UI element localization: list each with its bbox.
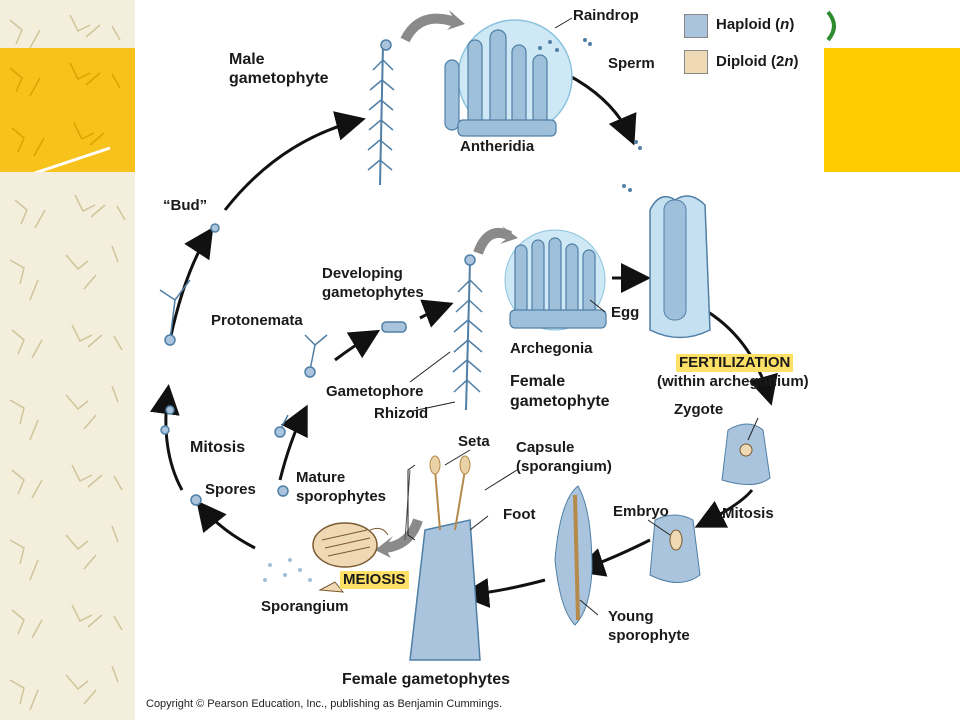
copyright-notice: Copyright © Pearson Education, Inc., pub…: [146, 698, 503, 710]
label-zygote: Zygote: [674, 401, 724, 418]
label-female-gametophyte-1: Female: [510, 373, 566, 390]
arrow-sperm-down: [567, 73, 637, 146]
label-meiosis: MEIOSIS: [340, 571, 409, 589]
label-seta: Seta: [458, 433, 490, 450]
arrow-developing-to-gametophore: [419, 299, 454, 328]
protonema-illustrations: [159, 223, 407, 506]
label-spores: Spores: [205, 481, 256, 498]
label-bud: “Bud”: [163, 197, 208, 214]
label-egg: Egg: [611, 304, 640, 321]
green-bracket-mark: [826, 10, 836, 42]
arrow-bud-to-male: [223, 111, 366, 211]
label-mature-2: sporophytes: [296, 488, 387, 505]
label-female-gametophytes: Female gametophytes: [342, 671, 511, 688]
label-sporangium: Sporangium: [261, 598, 349, 615]
pattern-decoration: [9, 14, 126, 711]
male-gametophyte-illustration: [367, 39, 395, 186]
arrow-zygote-to-embryo: [694, 489, 754, 528]
embryo-illustration: [649, 514, 701, 583]
yellow-band-left: [0, 48, 135, 180]
arrow-sporangium-to-spores: [196, 500, 256, 550]
label-mitosis-left: Mitosis: [190, 439, 246, 456]
zygote-illustration: [721, 423, 771, 485]
label-mitosis-right: Mitosis: [722, 505, 774, 522]
label-fertilization: FERTILIZATION: [676, 354, 794, 372]
label-capsule-2: (sporangium): [516, 458, 612, 475]
legend-diploid-swatch: [684, 50, 708, 74]
label-capsule-1: Capsule: [516, 439, 575, 456]
arrow-protonema-to-developing: [334, 329, 381, 362]
label-within-archegonium: (within archegonium): [657, 373, 809, 390]
label-protonemata: Protonemata: [211, 312, 303, 329]
label-gametophore: Gametophore: [326, 383, 424, 400]
arrow-protonema-to-bud: [168, 226, 214, 341]
arrow-young-to-mature: [459, 578, 546, 608]
label-developing-1: Developing: [322, 265, 403, 282]
label-embryo: Embryo: [613, 503, 669, 520]
label-foot: Foot: [503, 506, 536, 523]
label-sperm: Sperm: [608, 55, 655, 72]
label-male-gametophyte-1: Male: [229, 51, 265, 68]
archegonium-neck: [663, 199, 687, 321]
label-developing-2: gametophytes: [322, 284, 424, 301]
label-young-2: sporophyte: [608, 627, 690, 644]
label-raindrop: Raindrop: [573, 7, 639, 24]
yellow-band-right: [824, 48, 960, 172]
gray-arrow-archegonia: [473, 227, 513, 255]
arrow-spore-to-protonema: [278, 404, 308, 481]
gray-arrow-sporophyte: [384, 518, 423, 553]
female-gametophytes-illustration: [404, 455, 481, 661]
label-mature-1: Mature: [296, 469, 346, 486]
legend-haploid-swatch: [684, 14, 708, 38]
antheridia-illustration: [444, 29, 557, 137]
archegonia-illustration: [509, 237, 607, 329]
label-archegonia: Archegonia: [510, 340, 593, 357]
label-young-1: Young: [608, 608, 654, 625]
spore-dust: [263, 558, 312, 582]
female-gametophore-illustration: [452, 254, 483, 411]
label-antheridia: Antheridia: [460, 138, 535, 155]
gray-arrow-antheridia: [400, 13, 457, 43]
arrow-spores-up-left: [149, 384, 184, 491]
sperm-cells: [538, 38, 642, 192]
legend-diploid-label: Diploid (2n): [716, 53, 799, 70]
legend-haploid-label: Haploid (n): [716, 16, 795, 33]
pointer-lines: [407, 17, 759, 616]
label-rhizoid: Rhizoid: [374, 405, 429, 422]
sporangium-capsule-illustration: [312, 522, 389, 593]
label-male-gametophyte-2: gametophyte: [229, 70, 329, 87]
label-female-gametophyte-2: gametophyte: [510, 393, 610, 410]
young-sporophyte-illustration: [554, 485, 593, 626]
